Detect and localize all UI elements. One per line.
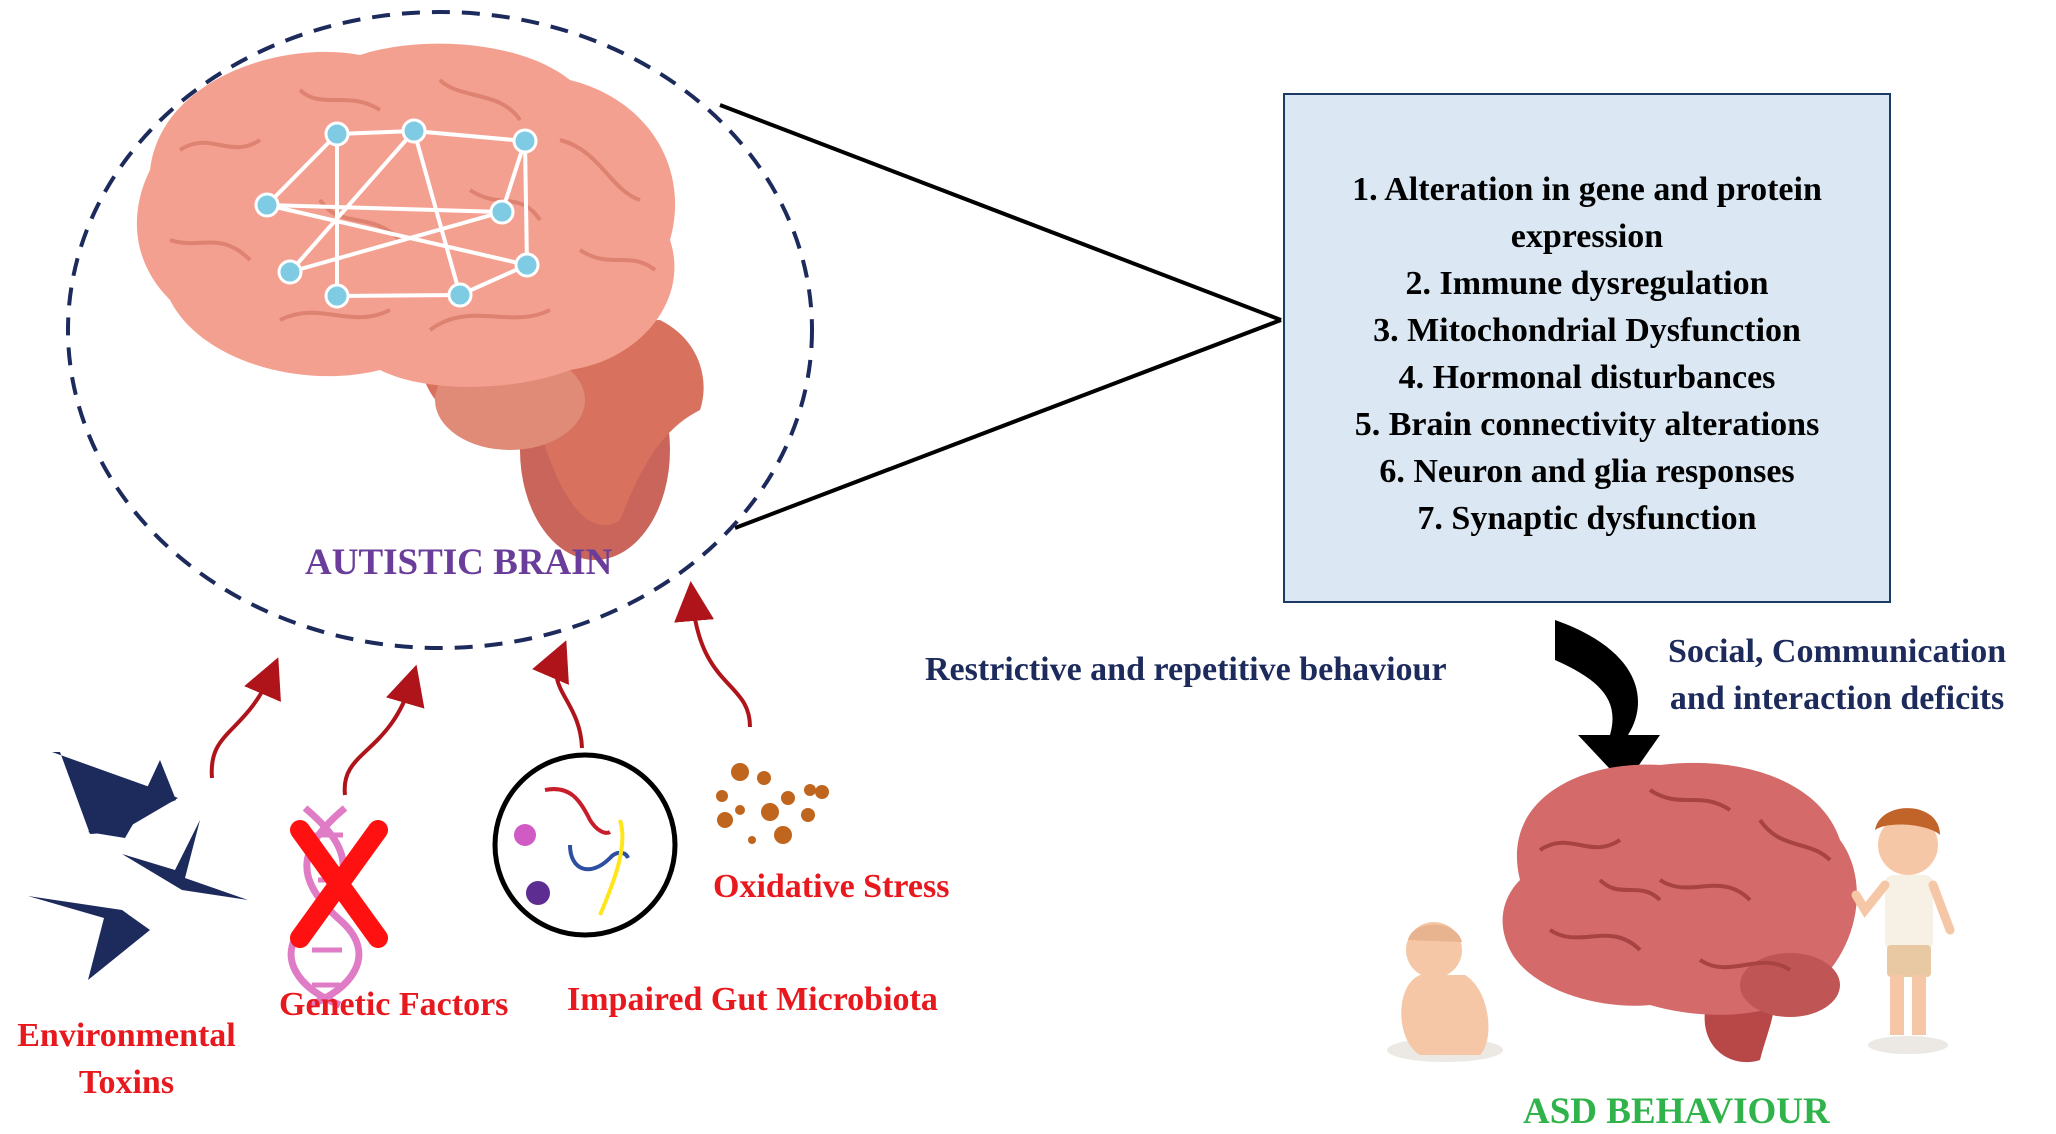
curved-down-arrow [1555, 620, 1660, 785]
mechanisms-box: 1. Alteration in gene and protein expres… [1283, 93, 1891, 603]
mechanism-item: 6. Neuron and glia responses [1379, 453, 1795, 490]
factor-arrows [209, 581, 752, 796]
cross-icon [290, 820, 388, 948]
autistic-brain-label: AUTISTIC BRAIN [305, 542, 613, 583]
gut-microbiota-label: Impaired Gut Microbiota [567, 981, 938, 1018]
mechanism-item: 2. Immune dysregulation [1405, 265, 1769, 302]
env-label-line1: Environmental [17, 1017, 236, 1054]
star-icon [28, 752, 248, 980]
brain-icon [1502, 762, 1857, 1063]
asd-behaviour-label: ASD BEHAVIOUR [1523, 1091, 1830, 1132]
restrictive-behaviour-label: Restrictive and repetitive behaviour [925, 651, 1447, 688]
particles-icon [716, 763, 829, 844]
zoom-connector-lines [719, 103, 1282, 530]
social-deficits-label: Social, Communication and interaction de… [1668, 628, 2006, 722]
social-label-line1: Social, Communication [1668, 633, 2007, 670]
env-label-line2: Toxins [78, 1064, 175, 1101]
mechanism-item: 7. Synaptic dysfunction [1417, 500, 1757, 537]
environmental-toxins-label: Environmental Toxins [0, 1012, 253, 1106]
genetic-factors-label: Genetic Factors [279, 986, 509, 1023]
mechanism-item: 5. Brain connectivity alterations [1354, 406, 1820, 443]
autistic-brain-icon [136, 43, 704, 560]
mechanism-item: 3. Mitochondrial Dysfunction [1373, 312, 1801, 349]
social-label-line2: and interaction deficits [1669, 680, 2005, 717]
baby-icon [1387, 922, 1503, 1062]
mechanisms-list: 1. Alteration in gene and protein expres… [1285, 166, 1889, 542]
mechanism-item: 4. Hormonal disturbances [1398, 359, 1776, 396]
oxidative-stress-label: Oxidative Stress [713, 868, 950, 905]
brain-network [254, 118, 540, 309]
zoom-ellipse [66, 10, 814, 650]
microbe-icon [492, 752, 678, 938]
child-icon [1851, 808, 1955, 1054]
mechanism-item: 1. Alteration in gene and protein expres… [1352, 171, 1822, 255]
